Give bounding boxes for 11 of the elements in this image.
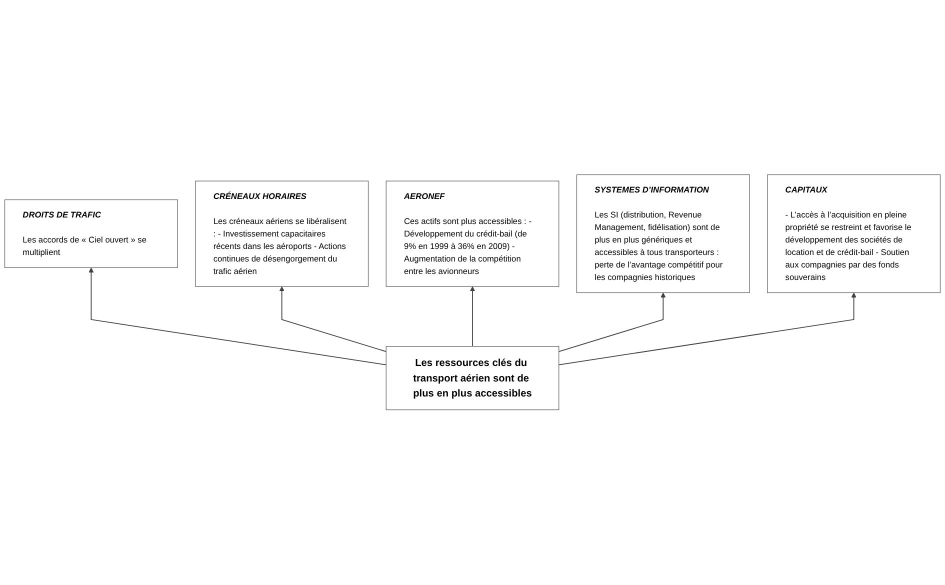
arrow — [279, 286, 387, 352]
arrow — [558, 292, 666, 352]
node-box: CRÉNEAUX HORAIRES Les créneaux aériens se libéralisent : - Investissement capacitaires récents dans les aéroports - Actions continues de désengorgement du trafic aérien — [195, 180, 369, 287]
node-box: Les ressources clés du transport aérien sont de plus en plus accessibles — [386, 346, 560, 410]
arrow — [470, 286, 476, 347]
node-box: SYSTEMES D’INFORMATION Les SI (distribution, Revenue Management, fidélisation) sont de plus en plus génériques et accessibles à tous transporteurs : perte de l’avantage compétitif pour les compagnies historiques — [576, 174, 750, 294]
node-box: CAPITAUX - L’accès à l’acquisition en pleine propriété se restreint et favorise le développement des sociétés de location et de crédit-bail - Soutien aux compagnies par des fonds souverains — [767, 174, 940, 294]
node-box: DROITS DE TRAFIC Les accords de « Ciel ouvert » se multiplient — [4, 200, 178, 268]
node-box: AERONEF Ces actifs sont plus accessibles : - Développement du crédit-bail (de 9% en 1999 à 36% en 2009) - Augmentation de la compétition entre les avionneurs — [386, 180, 560, 287]
arrow — [558, 292, 856, 366]
arrow — [88, 268, 387, 366]
